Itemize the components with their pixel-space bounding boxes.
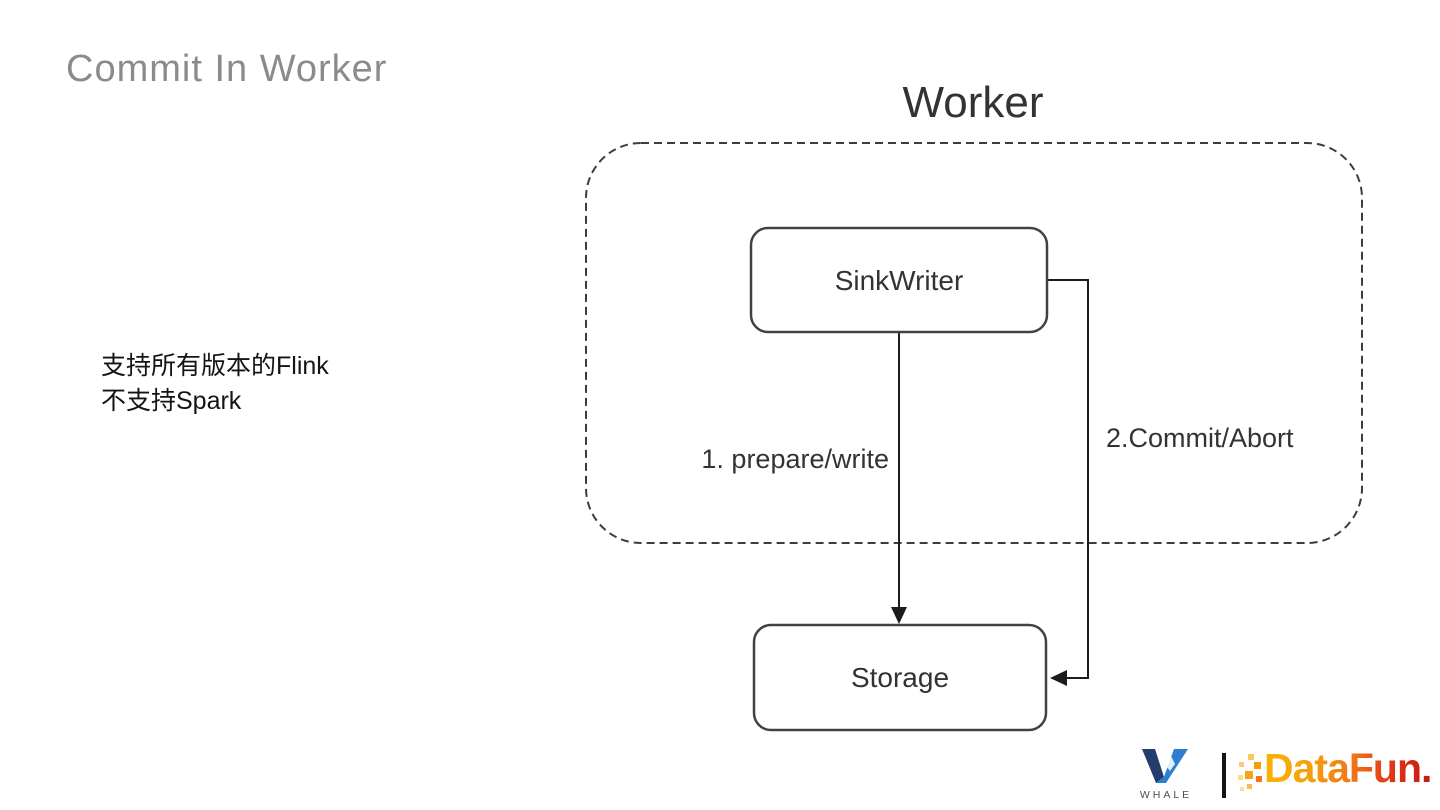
sinkwriter-node [749,226,1049,334]
note-line-1: 支持所有版本的Flink [101,352,329,380]
commit-abort-connector-line [1047,279,1089,679]
arrow-down-head-icon [891,607,907,624]
whale-logo: WHALE [1137,747,1195,801]
storage-node [752,623,1048,732]
footer-logos: WHALE DataFun. [1130,744,1440,806]
note-text: 支持所有版本的Flink 不支持Spark [101,349,329,419]
arrow-left-head-icon [1050,670,1067,686]
worker-container-label: Worker [903,78,1044,127]
storage-label: Storage [851,662,949,693]
sinkwriter-label: SinkWriter [835,265,964,296]
whale-w-icon [1142,749,1188,783]
datafun-pixels-icon [1238,754,1262,791]
note-line-2: 不支持Spark [101,387,242,415]
whale-label: WHALE [1139,789,1193,801]
worker-container [585,142,1363,544]
logo-divider [1222,753,1226,798]
commit-abort-label: 2.Commit/Abort [1106,423,1294,453]
page-title: Commit In Worker [66,48,388,90]
datafun-label: DataFun. [1264,745,1432,791]
prepare-write-label: 1. prepare/write [701,444,889,474]
